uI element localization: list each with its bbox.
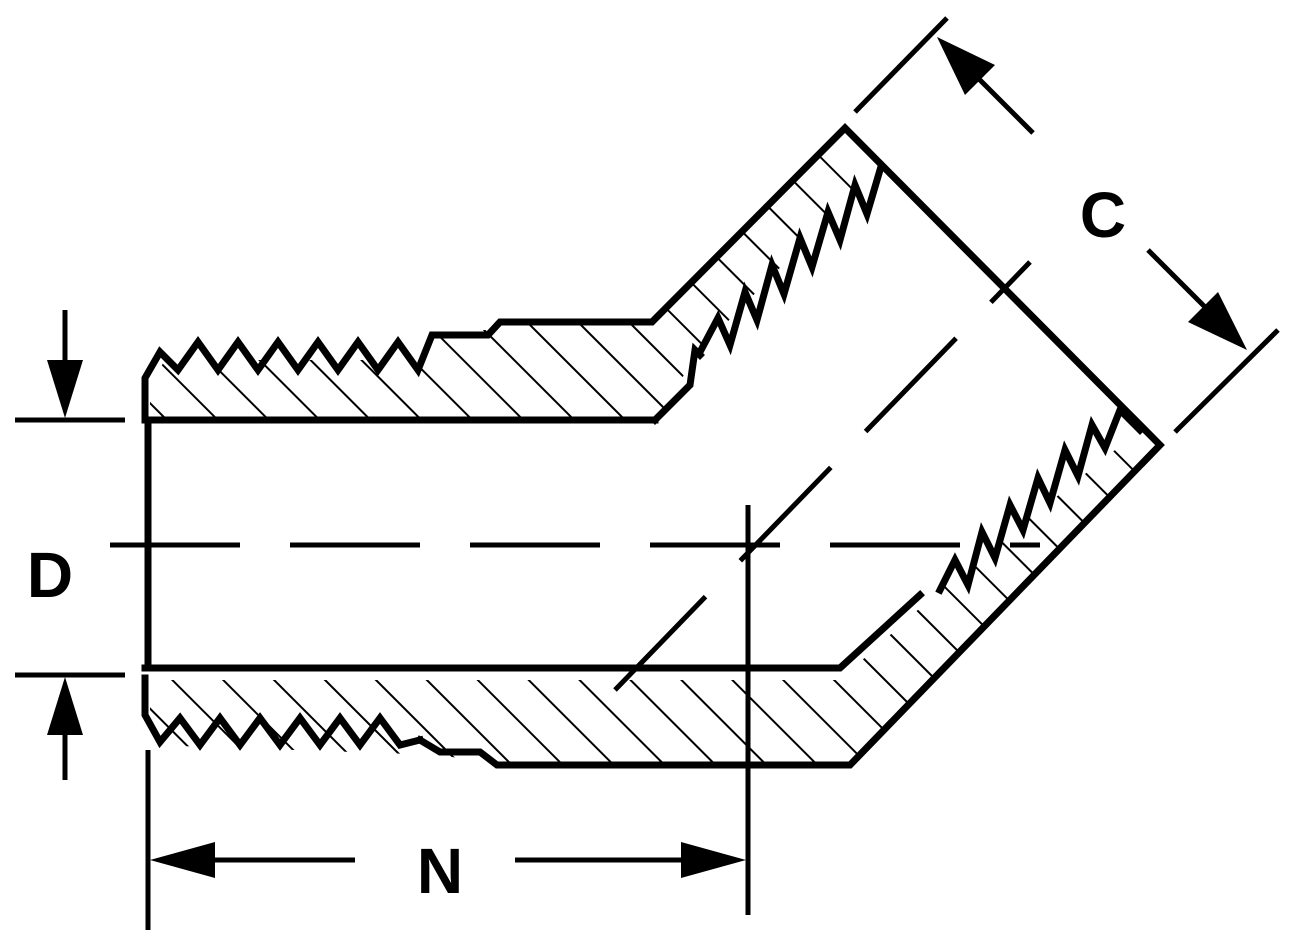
c-arrow-top-head	[937, 37, 995, 95]
c-extension-bottom	[1173, 328, 1280, 434]
socket-thread-upper	[695, 165, 885, 357]
lower-thread	[141, 674, 425, 751]
n-arrow-left-head	[150, 842, 215, 878]
dimension-d: D	[15, 310, 125, 780]
upper-outer-edge	[141, 123, 1165, 769]
c-arrow-bottom-shaft	[1146, 248, 1207, 309]
socket-thread-lower	[935, 403, 1145, 595]
bore-bottom-line	[141, 590, 925, 672]
c-arrow-bottom-head	[1188, 292, 1247, 350]
c-extension-top	[853, 16, 949, 114]
dimension-n: N	[145, 750, 746, 930]
dimension-n-label: N	[417, 835, 463, 907]
c-arrow-top-shaft	[973, 73, 1035, 135]
n-arrow-right-head	[681, 842, 746, 878]
fitting-outline	[141, 123, 1165, 769]
angled-centerline	[613, 260, 1032, 692]
d-arrow-bottom-head	[47, 677, 83, 735]
dimension-c-label: C	[1080, 179, 1126, 251]
dimension-d-label: D	[27, 539, 73, 611]
dimension-c: C	[853, 16, 1280, 434]
d-arrow-top-head	[47, 360, 83, 418]
